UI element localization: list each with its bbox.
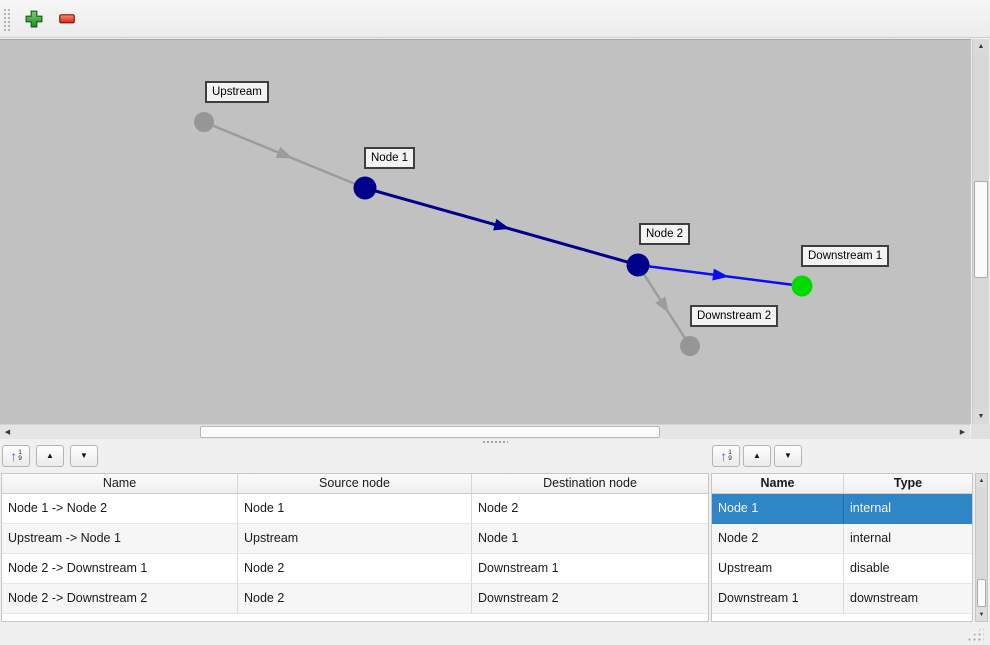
- table-cell: disable: [850, 561, 890, 575]
- vertical-scroll-thumb[interactable]: [974, 181, 988, 278]
- node-label[interactable]: Downstream 1: [801, 245, 890, 267]
- horizontal-scroll-thumb[interactable]: [200, 426, 660, 438]
- table-cell: Downstream 2: [478, 591, 559, 605]
- scroll-up-icon[interactable]: ▲: [976, 474, 987, 487]
- node-label[interactable]: Downstream 2: [690, 305, 779, 327]
- table-cell: Node 1: [478, 531, 519, 545]
- table-cell: downstream: [850, 591, 919, 605]
- splitter-handle-icon: [482, 439, 508, 444]
- remove-node-button[interactable]: [53, 5, 81, 33]
- resize-grip[interactable]: [966, 626, 984, 641]
- add-node-button[interactable]: [20, 5, 48, 33]
- plus-icon: [25, 10, 43, 27]
- edge-arrow-icon: [655, 296, 669, 314]
- scroll-right-icon[interactable]: ▶: [955, 425, 970, 439]
- table-cell: internal: [850, 531, 891, 545]
- table-cell: Node 2: [238, 554, 472, 583]
- triangle-up-icon: ▲: [753, 451, 761, 460]
- table-cell: Node 2: [478, 501, 519, 515]
- scrollbar-corner: [971, 424, 990, 439]
- graph-node[interactable]: [194, 112, 214, 132]
- edge-arrow-icon: [275, 146, 293, 159]
- table-cell: Node 2: [238, 584, 472, 613]
- edges-move-down-button[interactable]: ▼: [70, 445, 98, 467]
- table-cell: Node 2: [712, 524, 844, 553]
- graph-node[interactable]: [680, 336, 700, 356]
- nodes-table-scrollbar[interactable]: ▲ ▼: [975, 473, 988, 622]
- table-row[interactable]: Node 2 internal: [712, 524, 972, 554]
- table-cell: Upstream -> Node 1: [2, 524, 238, 553]
- scroll-down-icon[interactable]: ▼: [973, 409, 989, 424]
- column-header-name[interactable]: Name: [2, 474, 238, 493]
- main-toolbar: [0, 0, 990, 38]
- table-row[interactable]: Node 1 internal: [712, 494, 972, 524]
- table-cell: Downstream 1: [478, 561, 559, 575]
- empty-row: [712, 614, 972, 621]
- scroll-down-icon[interactable]: ▼: [976, 608, 987, 621]
- graph-svg: [194, 112, 813, 356]
- triangle-down-icon: ▼: [80, 451, 88, 460]
- column-header-source-node[interactable]: Source node: [238, 474, 472, 493]
- nodes-scroll-thumb[interactable]: [977, 579, 986, 607]
- scroll-up-icon[interactable]: ▲: [973, 39, 989, 54]
- table-cell: Node 1: [238, 494, 472, 523]
- horizontal-splitter[interactable]: [0, 439, 990, 444]
- graph-node[interactable]: [353, 176, 377, 200]
- triangle-up-icon: ▲: [46, 451, 54, 460]
- edge-arrow-icon: [712, 268, 729, 281]
- node-label[interactable]: Upstream: [205, 81, 269, 103]
- minus-icon: [59, 13, 75, 23]
- graph-node[interactable]: [791, 275, 813, 297]
- column-header-type[interactable]: Type: [893, 476, 923, 490]
- table-cell: Node 1: [712, 494, 844, 523]
- empty-row: [2, 614, 708, 621]
- table-cell: Node 2 -> Downstream 1: [2, 554, 238, 583]
- nodes-move-up-button[interactable]: ▲: [743, 445, 771, 467]
- edge-arrow-icon: [493, 218, 511, 231]
- table-row[interactable]: Upstream disable: [712, 554, 972, 584]
- edges-move-up-button[interactable]: ▲: [36, 445, 64, 467]
- table-cell: Node 2 -> Downstream 2: [2, 584, 238, 613]
- table-cell: internal: [850, 501, 891, 515]
- table-cell: Node 1 -> Node 2: [2, 494, 238, 523]
- table-row[interactable]: Downstream 1 downstream: [712, 584, 972, 614]
- canvas-vertical-scrollbar[interactable]: ▲ ▼: [972, 39, 989, 424]
- nodes-move-down-button[interactable]: ▼: [774, 445, 802, 467]
- triangle-down-icon: ▼: [784, 451, 792, 460]
- graph-node[interactable]: [626, 253, 650, 277]
- column-header-destination-node[interactable]: Destination node: [543, 476, 637, 490]
- node-label[interactable]: Node 2: [639, 223, 691, 245]
- node-label[interactable]: Node 1: [364, 147, 416, 169]
- table-cell: Upstream: [712, 554, 844, 583]
- table-cell: Upstream: [238, 524, 472, 553]
- scroll-left-icon[interactable]: ◀: [0, 425, 15, 439]
- table-cell: Downstream 1: [712, 584, 844, 613]
- toolbar-drag-handle[interactable]: [3, 6, 10, 31]
- canvas-horizontal-scrollbar[interactable]: ◀ ▶: [0, 424, 970, 439]
- table-header-row: Name Type: [712, 474, 972, 494]
- column-header-name[interactable]: Name: [712, 474, 844, 493]
